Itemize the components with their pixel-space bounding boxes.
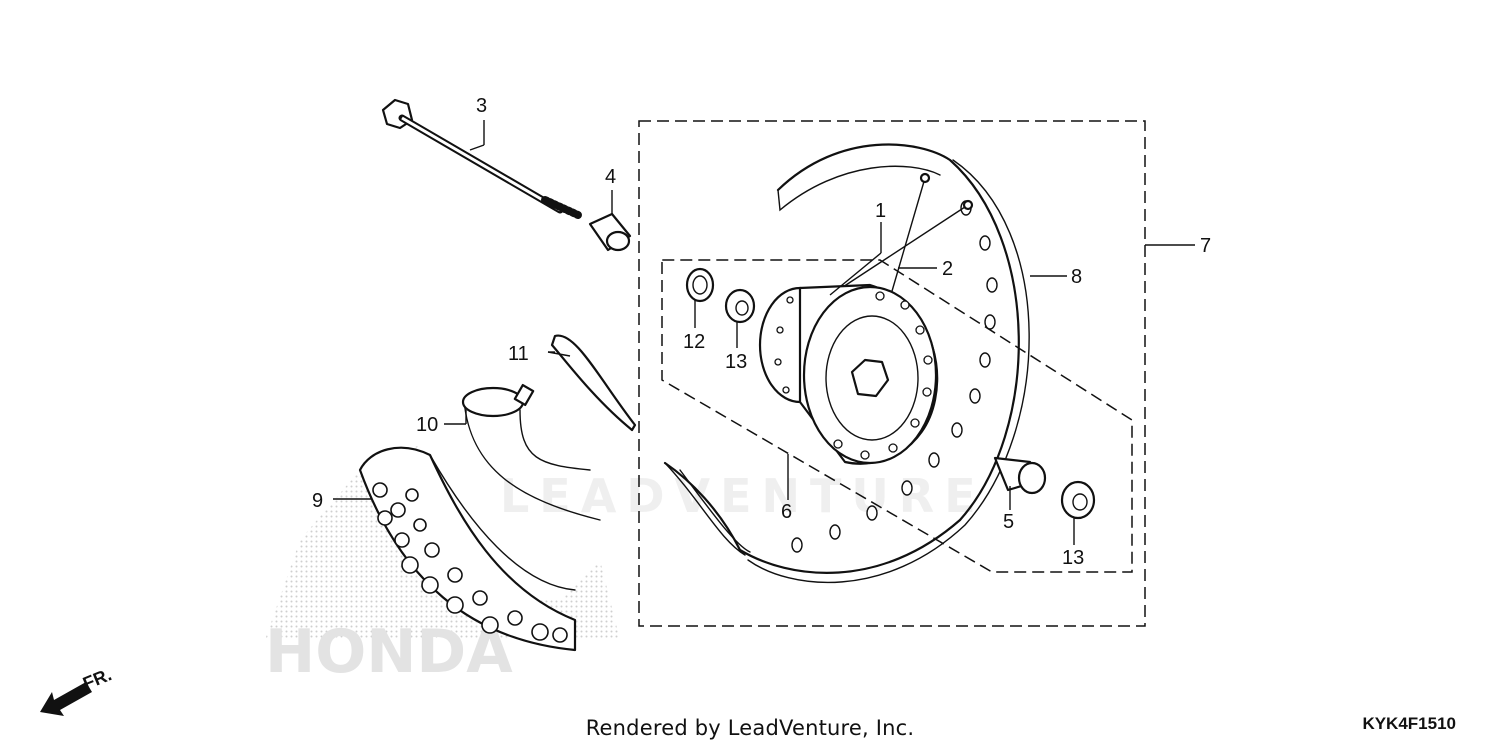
rim-band <box>550 334 637 432</box>
bearing-lower <box>1060 480 1096 520</box>
axle-bolt <box>381 98 582 219</box>
callout-7: 7 <box>1200 235 1211 257</box>
leadventure-watermark-text: LEADVENTURE <box>500 469 986 523</box>
honda-watermark-text: HONDA <box>265 617 513 687</box>
hub-assembly-frame <box>661 259 1133 573</box>
callout-6: 6 <box>781 501 792 523</box>
leader-lines <box>333 120 1195 545</box>
front-direction-arrow: FR. <box>40 664 114 716</box>
spokes <box>819 172 974 303</box>
callout-9: 9 <box>312 490 323 512</box>
wheel-rim <box>663 143 1030 584</box>
callout-4: 4 <box>605 166 616 188</box>
callout-12: 12 <box>683 331 705 353</box>
callout-1: 1 <box>875 200 886 222</box>
diagram-code: KYK4F1510 <box>1362 714 1456 733</box>
wheel-hub <box>758 283 939 465</box>
callout-labels: 3 4 1 2 7 8 11 10 9 12 13 6 5 13 <box>312 95 1211 569</box>
callout-13-lower: 13 <box>1062 547 1084 569</box>
wheel-assembly-frame <box>638 120 1146 627</box>
distance-collar <box>993 456 1047 495</box>
callout-5: 5 <box>1003 511 1014 533</box>
tire <box>358 446 577 652</box>
front-arrow-label: FR. <box>80 664 114 693</box>
inner-tube <box>461 383 601 521</box>
callout-8: 8 <box>1071 266 1082 288</box>
bearing-upper <box>724 288 756 324</box>
dust-seal <box>685 267 715 303</box>
render-credit: Rendered by LeadVenture, Inc. <box>585 716 915 740</box>
callout-13-upper: 13 <box>725 351 747 373</box>
callout-3: 3 <box>476 95 487 117</box>
callout-11: 11 <box>508 343 529 365</box>
side-collar <box>588 212 632 252</box>
callout-10: 10 <box>416 414 438 436</box>
callout-2: 2 <box>942 258 953 280</box>
